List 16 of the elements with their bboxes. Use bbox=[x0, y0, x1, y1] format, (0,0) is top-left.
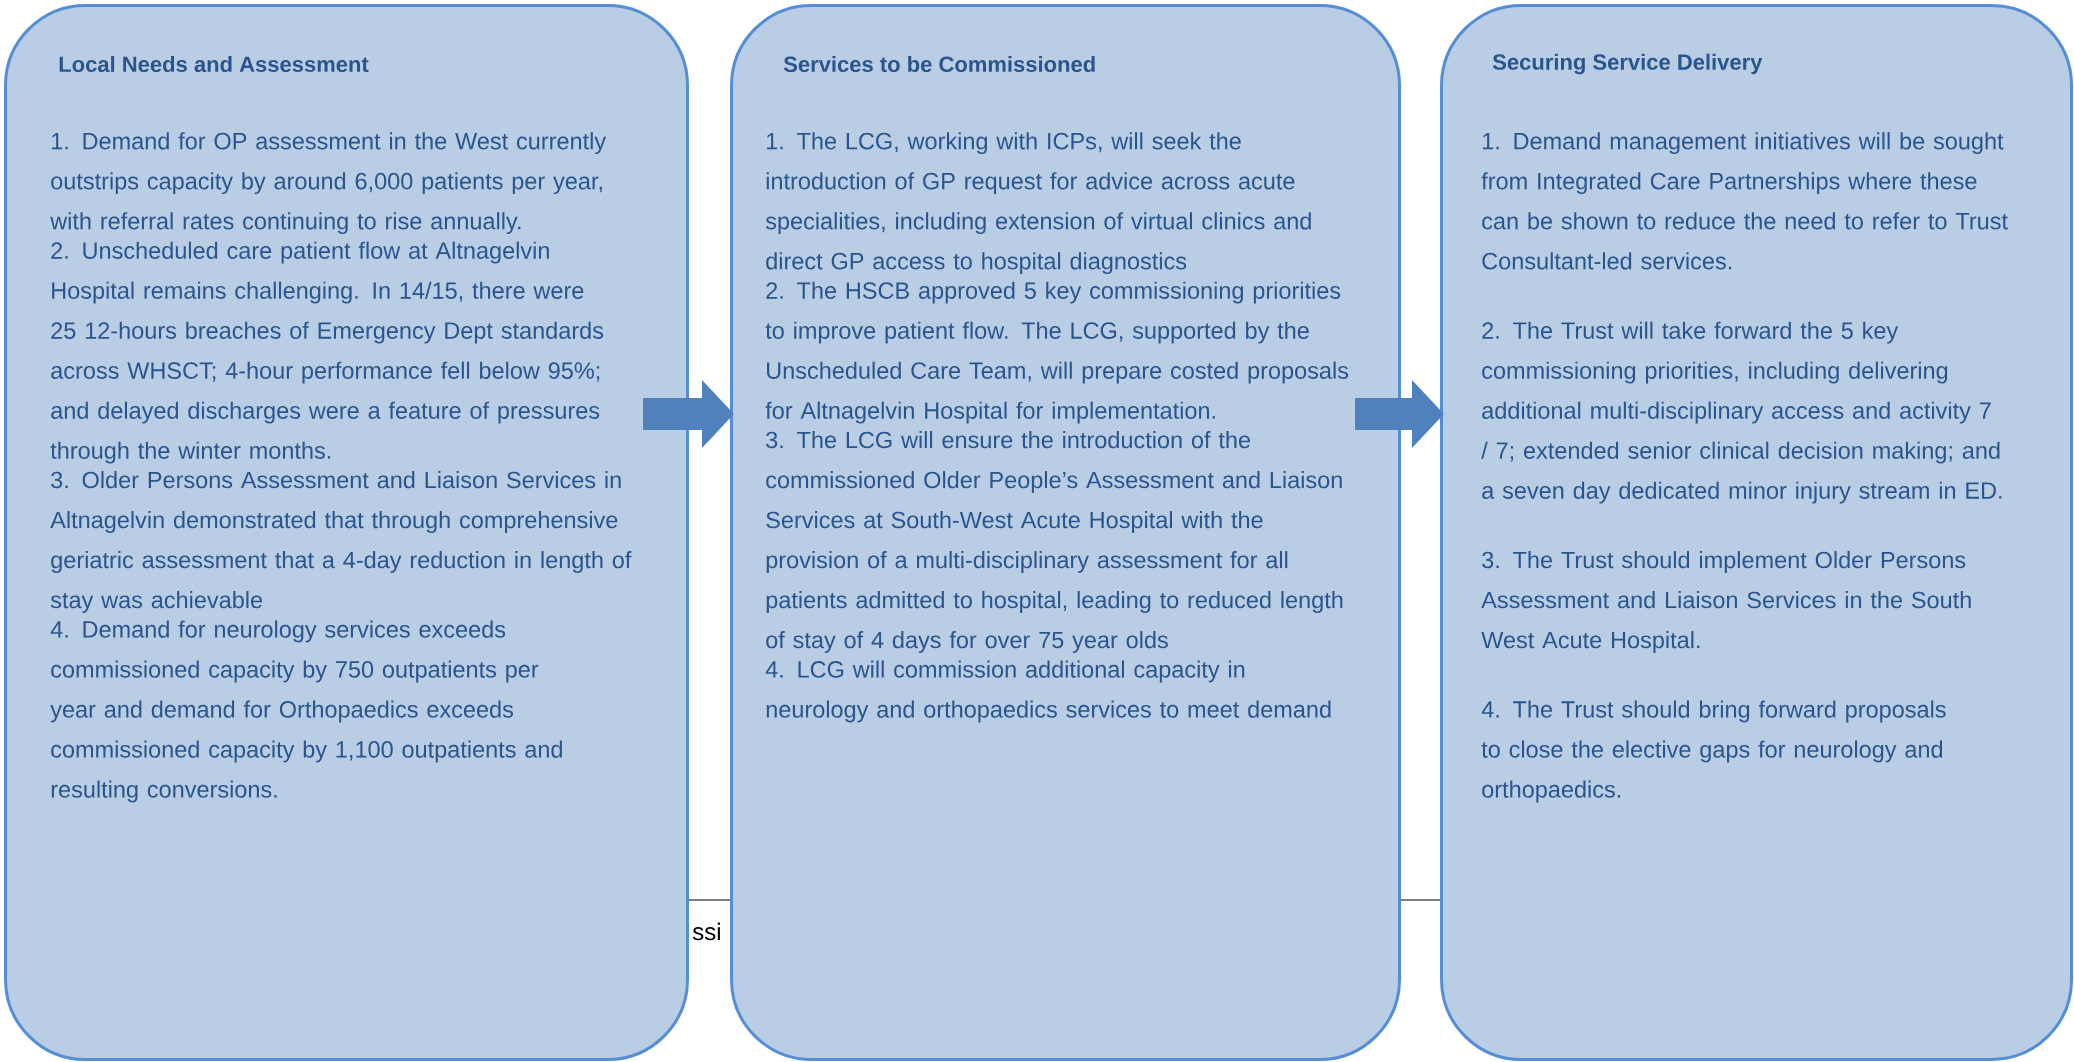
list-item: 3. Older Persons Assessment and Liaison Services in Altnagelvin demonstrated that through comprehensive geriatric assessment that a 4-day reduction in length of stay was achievable bbox=[50, 471, 632, 613]
box-heading: Local Needs and Assessment bbox=[59, 55, 369, 73]
list-item: 2. Unscheduled care patient flow at Altnagelvin Hospital remains challenging. In 14/15, there were 25 12-hours breaches of Emergency Dept standards across WHSCT; 4-hour performance fell below 95%; and delayed discharges were a feature of pressures through the winter months. bbox=[50, 241, 604, 464]
list-item: 2. The HSCB approved 5 key commissioning priorities to improve patient flow. The LCG, supported by the Unscheduled Care Team, will prepare costed proposals for Altnagelvin Hospital for implementation. bbox=[765, 281, 1349, 424]
list-item: 4. The Trust should bring forward proposals to close the elective gaps for neurology and orthopaedics. bbox=[1481, 700, 1946, 803]
cut-off-text: ssi bbox=[692, 922, 720, 941]
list-item: 1. The LCG, working with ICPs, will seek the introduction of GP request for advice across acute specialities, including extension of virtual clinics and direct GP access to hospital diagnostics bbox=[765, 132, 1311, 275]
list-item: 3. The LCG will ensure the introduction of the commissioned Older People’s Assessment and Liaison Services at South-West Acute Hospital with the provision of a multi-disciplinary assessment for all patients admitted to hospital, leading to reduced length of stay of 4 days for over 75 year olds bbox=[766, 431, 1343, 653]
list-item: 3. The Trust should implement Older Persons Assessment and Liaison Services in the South West Acute Hospital. bbox=[1481, 551, 1971, 653]
list-item: 4. LCG will commission additional capacity in neurology and orthopaedics services to meet demand bbox=[765, 660, 1331, 723]
box-heading: Securing Service Delivery bbox=[1492, 53, 1763, 75]
list-item: 2. The Trust will take forward the 5 key commissioning priorities, including delivering additional multi-disciplinary access and activity 7 / 7; extended senior clinical decision making; and a seven day dedicated minor injury stream in ED. bbox=[1481, 321, 2002, 504]
list-item: 4. Demand for neurology services exceeds commissioned capacity by 750 outpatients per year and demand for Orthopaedics exceeds commissioned capacity by 1,100 outpatients and resulting conversions. bbox=[50, 620, 562, 803]
list-item: 1. Demand management initiatives will be sought from Integrated Care Partnerships where these can be shown to reduce the need to refer to Trust Consultant-led services. bbox=[1481, 132, 2008, 270]
box-heading: Services to be Commissioned bbox=[783, 55, 1095, 73]
list-item: 1. Demand for OP assessment in the West currently outstrips capacity by around 6,000 patients per year, with referral rates continuing to rise annually. bbox=[50, 132, 607, 235]
